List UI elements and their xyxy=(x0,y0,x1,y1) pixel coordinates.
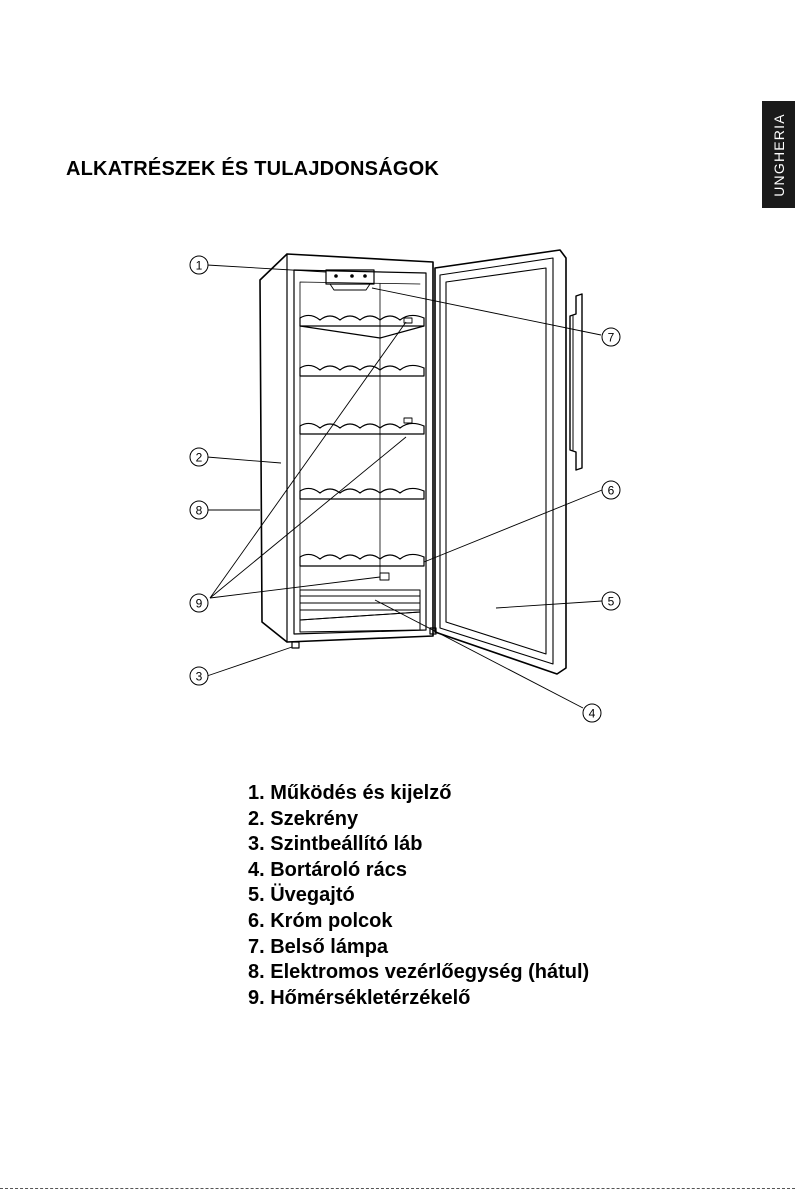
footer-rule xyxy=(0,1188,795,1189)
svg-text:4: 4 xyxy=(589,707,596,721)
wine-rack-3 xyxy=(300,423,424,434)
wine-rack-2 xyxy=(300,365,424,376)
wine-rack-4 xyxy=(300,488,424,499)
control-panel-underside xyxy=(330,284,370,290)
display-led xyxy=(351,275,354,278)
callout-7: 7 xyxy=(602,328,620,346)
temperature-sensor xyxy=(404,418,412,423)
callout-2: 2 xyxy=(190,448,208,466)
svg-text:3: 3 xyxy=(196,670,203,684)
parts-list-item: 2. Szekrény xyxy=(248,807,589,833)
leader-line-3 xyxy=(207,647,292,676)
svg-text:2: 2 xyxy=(196,451,203,465)
display-led xyxy=(335,275,338,278)
callout-6: 6 xyxy=(602,481,620,499)
leader-line-9b xyxy=(210,437,406,598)
leader-line-5 xyxy=(496,601,602,608)
callout-8: 8 xyxy=(190,501,208,519)
parts-list-item: 3. Szintbeállító láb xyxy=(248,832,589,858)
leader-line-9c xyxy=(210,577,380,598)
temperature-sensor xyxy=(380,573,389,580)
bottom-storage-rack xyxy=(300,590,420,632)
parts-list: 1. Működés és kijelző 2. Szekrény 3. Szi… xyxy=(248,781,589,1011)
svg-text:6: 6 xyxy=(608,484,615,498)
leader-line-2 xyxy=(207,457,281,463)
svg-text:7: 7 xyxy=(608,331,615,345)
levelling-foot xyxy=(292,642,299,648)
cabinet-outline xyxy=(260,254,433,642)
callout-4: 4 xyxy=(583,704,601,722)
callout-9: 9 xyxy=(190,594,208,612)
svg-text:1: 1 xyxy=(196,259,203,273)
wine-rack-5 xyxy=(300,554,424,566)
parts-list-item: 6. Króm polcok xyxy=(248,909,589,935)
parts-list-item: 5. Üvegajtó xyxy=(248,883,589,909)
wine-cooler-diagram: 1 2 3 4 5 6 7 8 xyxy=(0,0,795,760)
callout-5: 5 xyxy=(602,592,620,610)
temperature-sensor xyxy=(404,318,412,323)
cabinet-back-edge xyxy=(300,282,420,625)
parts-list-item: 7. Belső lámpa xyxy=(248,935,589,961)
callout-3: 3 xyxy=(190,667,208,685)
parts-list-item: 1. Működés és kijelző xyxy=(248,781,589,807)
glass-door-frame xyxy=(440,258,553,664)
leader-line-4 xyxy=(375,600,583,708)
parts-list-item: 8. Elektromos vezérlőegység (hátul) xyxy=(248,960,589,986)
leader-line-1 xyxy=(207,265,326,272)
display-led xyxy=(364,275,367,278)
parts-list-item: 4. Bortároló rács xyxy=(248,858,589,884)
leader-line-6 xyxy=(424,490,602,562)
svg-text:8: 8 xyxy=(196,504,203,518)
svg-text:5: 5 xyxy=(608,595,615,609)
parts-list-item: 9. Hőmérsékletérzékelő xyxy=(248,986,589,1012)
svg-text:9: 9 xyxy=(196,597,203,611)
door-handle xyxy=(570,294,582,470)
wine-rack-1 xyxy=(300,315,424,338)
callout-1: 1 xyxy=(190,256,208,274)
